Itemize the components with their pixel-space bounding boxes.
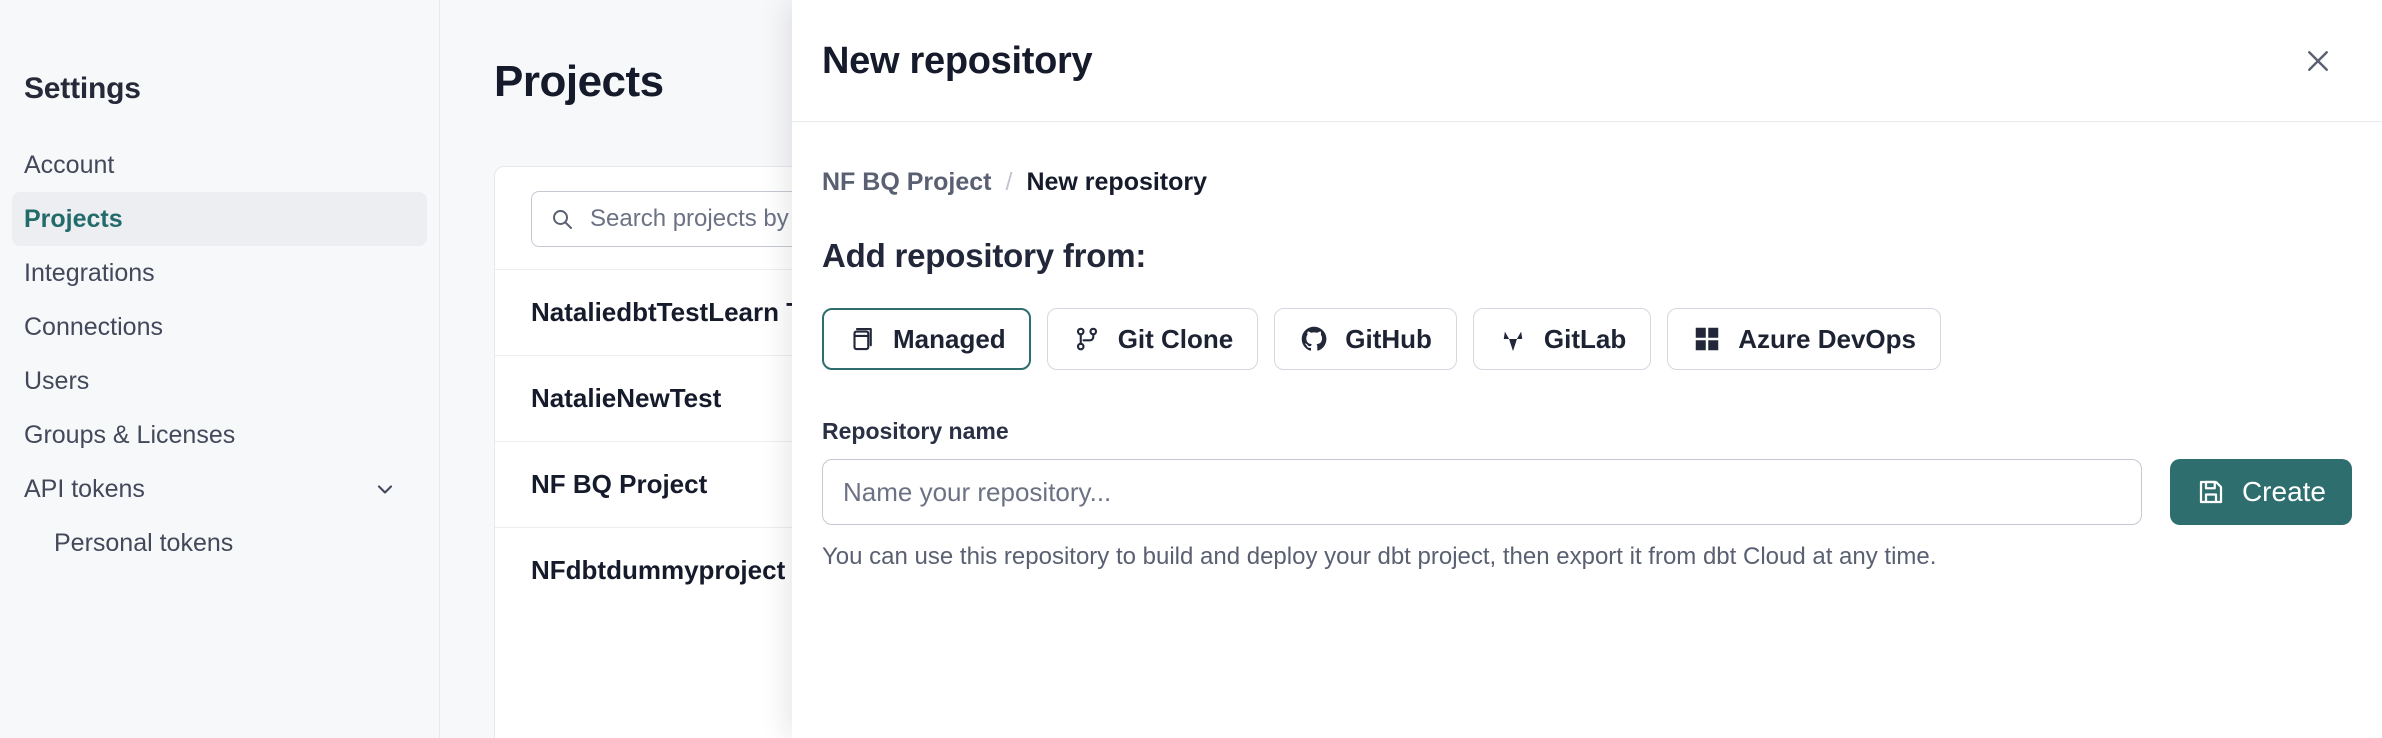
git-branch-icon: [1072, 324, 1102, 354]
sidebar-item-label: Users: [24, 366, 90, 395]
search-icon: [550, 207, 574, 231]
repository-help-text: You can use this repository to build and…: [822, 543, 1937, 570]
modal-header: New repository: [792, 0, 2382, 122]
azure-grid-icon: [1692, 324, 1722, 354]
section-heading: Add repository from:: [822, 237, 1147, 274]
breadcrumb: NF BQ Project / New repository: [822, 170, 2352, 195]
gitlab-icon: [1498, 324, 1528, 354]
sidebar-item-api-tokens[interactable]: API tokens: [12, 462, 427, 516]
modal-body: NF BQ Project / New repository Add repos…: [792, 122, 2382, 572]
sidebar-item-label: Personal tokens: [54, 528, 234, 557]
source-tab-gitlab[interactable]: GitLab: [1472, 308, 1652, 370]
project-name: NFdbtdummyproject: [531, 555, 786, 585]
create-button[interactable]: Create: [2169, 459, 2352, 525]
breadcrumb-current: New repository: [1026, 168, 1208, 196]
close-icon[interactable]: [2296, 39, 2340, 83]
project-name: NatalieNewTest: [531, 383, 722, 413]
sidebar-item-label: Integrations: [24, 258, 155, 287]
source-tab-managed[interactable]: Managed: [822, 308, 1031, 370]
repository-source-tabs: Managed Git Clone GitHub GitLab Azure DevOps: [822, 308, 2352, 370]
create-button-label: Create: [2241, 476, 2326, 507]
database-icon: [847, 324, 877, 354]
modal-title: New repository: [822, 39, 1093, 82]
github-icon: [1299, 324, 1329, 354]
repository-name-field: Repository name You can use this reposit…: [822, 420, 2142, 572]
sidebar-item-connections[interactable]: Connections: [12, 300, 427, 354]
source-tab-label: Azure DevOps: [1738, 323, 1916, 354]
repository-name-label: Repository name: [822, 418, 1009, 444]
source-tab-github[interactable]: GitHub: [1274, 308, 1457, 370]
source-tab-label: GitLab: [1543, 323, 1627, 354]
sidebar-item-label: Account: [24, 150, 115, 179]
breadcrumb-separator: /: [1005, 168, 1013, 196]
repository-name-input[interactable]: [822, 459, 2142, 525]
sidebar-item-projects[interactable]: Projects: [12, 192, 427, 246]
sidebar-item-label: Groups & Licenses: [24, 420, 236, 449]
source-tab-label: Managed: [893, 323, 1006, 354]
source-tab-azure-devops[interactable]: Azure DevOps: [1667, 308, 1941, 370]
sidebar-item-label: API tokens: [24, 474, 145, 503]
chevron-down-icon[interactable]: [373, 477, 397, 501]
page-title: Projects: [494, 57, 664, 106]
sidebar-item-groups-licenses[interactable]: Groups & Licenses: [12, 408, 427, 462]
sidebar-item-personal-tokens[interactable]: Personal tokens: [12, 516, 427, 570]
breadcrumb-parent-link[interactable]: NF BQ Project: [822, 168, 992, 196]
project-name: NataliedbtTestLearn Test: [531, 297, 838, 327]
sidebar-item-account[interactable]: Account: [12, 138, 427, 192]
source-tab-git-clone[interactable]: Git Clone: [1046, 308, 1259, 370]
sidebar-item-label: Connections: [24, 312, 163, 341]
sidebar-item-integrations[interactable]: Integrations: [12, 246, 427, 300]
sidebar-title: Settings: [24, 72, 141, 105]
new-repository-modal: New repository NF BQ Project / New repos…: [792, 0, 2382, 738]
save-icon: [2196, 477, 2226, 507]
source-tab-label: GitHub: [1345, 323, 1432, 354]
source-tab-label: Git Clone: [1117, 323, 1234, 354]
sidebar-item-label: Projects: [24, 204, 123, 233]
sidebar-item-users[interactable]: Users: [12, 354, 427, 408]
project-name: NF BQ Project: [531, 469, 708, 499]
repository-name-row: Repository name You can use this reposit…: [822, 420, 2352, 572]
